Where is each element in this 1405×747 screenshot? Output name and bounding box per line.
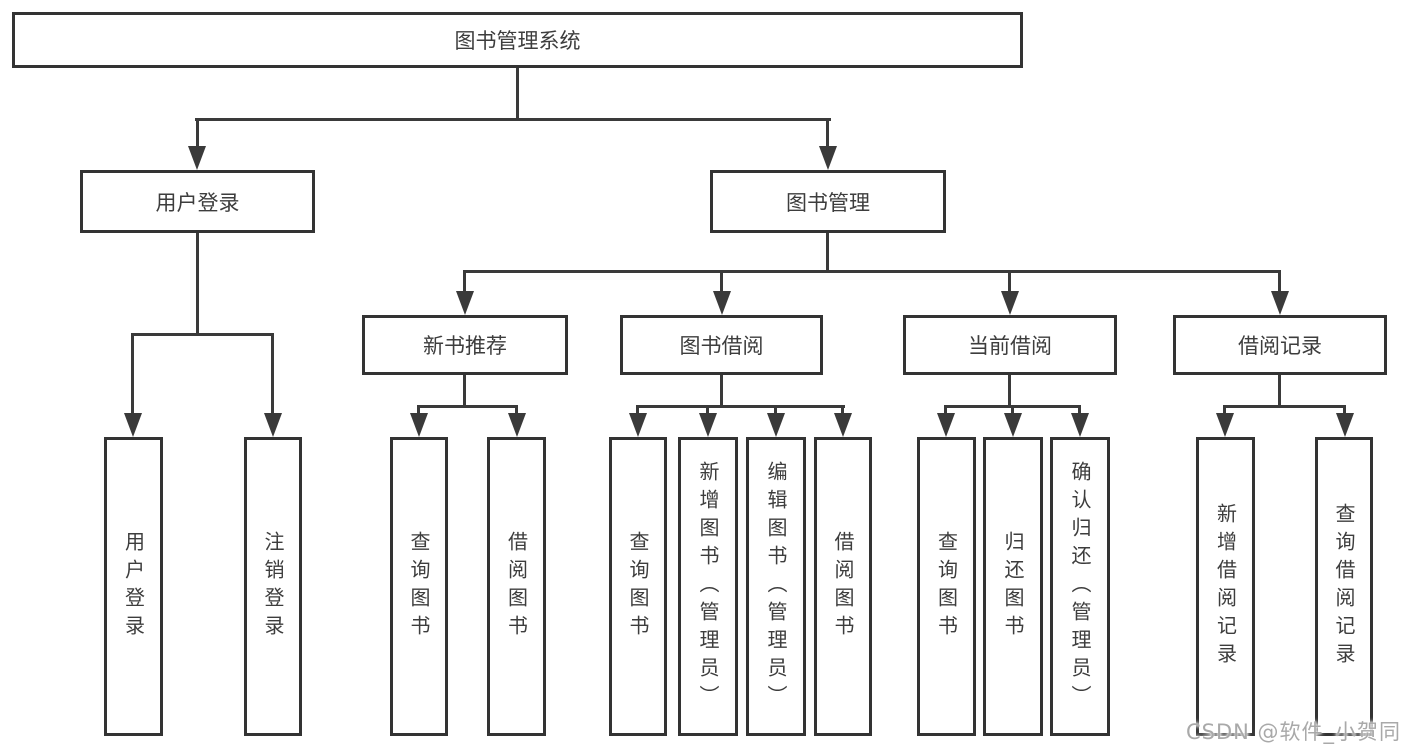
leaf-query-book-borrow: 查询图书 (609, 437, 667, 736)
csdn-watermark: CSDN @软件_小贺同学 (1186, 720, 1402, 744)
leaf-query-book-recommend: 查询图书 (390, 437, 448, 736)
connector-line (636, 405, 845, 408)
node-label: 用户登录 (121, 530, 146, 643)
connector-line (131, 333, 274, 336)
leaf-user-login: 用户登录 (104, 437, 163, 736)
arrow-down-icon (264, 413, 282, 437)
connector-line (944, 405, 947, 415)
connector-line (1343, 405, 1346, 415)
node-label: 查询图书 (934, 530, 959, 643)
node-label: 确认归还（管理员） (1068, 460, 1092, 713)
node-label: 查询借阅记录 (1332, 502, 1356, 671)
node-label: 当前借阅 (968, 334, 1052, 358)
connector-line (826, 118, 829, 150)
connector-line (196, 118, 199, 150)
arrow-down-icon (1071, 413, 1089, 437)
connector-line (417, 405, 518, 408)
node-root-system: 图书管理系统 (12, 12, 1023, 68)
connector-line (774, 405, 777, 415)
node-label: 借阅图书 (831, 530, 855, 643)
arrow-down-icon (767, 413, 785, 437)
arrow-down-icon (508, 413, 526, 437)
node-label: 图书管理系统 (454, 29, 581, 53)
leaf-borrow-book: 借阅图书 (814, 437, 872, 736)
arrow-down-icon (629, 413, 647, 437)
leaf-query-borrow-record: 查询借阅记录 (1315, 437, 1373, 736)
node-label: 借阅记录 (1238, 334, 1322, 358)
leaf-confirm-return-admin: 确认归还（管理员） (1050, 437, 1110, 736)
node-borrow-record: 借阅记录 (1173, 315, 1387, 375)
arrow-down-icon (819, 146, 837, 170)
node-current-borrow: 当前借阅 (903, 315, 1117, 375)
connector-line (417, 405, 420, 415)
arrow-down-icon (937, 413, 955, 437)
node-book-borrow: 图书借阅 (620, 315, 823, 375)
connector-line (271, 333, 274, 415)
connector-line (515, 405, 518, 415)
arrow-down-icon (1216, 413, 1234, 437)
connector-line (1278, 270, 1281, 294)
node-label: 新书推荐 (423, 334, 507, 358)
connector-line (1223, 405, 1226, 415)
leaf-query-book-current: 查询图书 (917, 437, 976, 736)
connector-line (636, 405, 639, 415)
connector-line (720, 375, 723, 408)
connector-line (463, 270, 1281, 273)
connector-line (826, 233, 829, 272)
arrow-down-icon (713, 291, 731, 315)
node-label: 新增图书（管理员） (696, 460, 720, 713)
node-label: 图书管理 (786, 190, 870, 215)
arrow-down-icon (699, 413, 717, 437)
connector-line (1008, 270, 1011, 294)
leaf-logout: 注销登录 (244, 437, 302, 736)
node-label: 查询图书 (626, 530, 650, 643)
arrow-down-icon (410, 413, 428, 437)
leaf-borrow-book-recommend: 借阅图书 (487, 437, 546, 736)
connector-line (706, 405, 709, 415)
arrow-down-icon (1001, 291, 1019, 315)
arrow-down-icon (124, 413, 142, 437)
node-label: 用户登录 (155, 190, 240, 215)
node-label: 注销登录 (261, 530, 285, 643)
connector-line (841, 405, 844, 415)
node-label: 归还图书 (1001, 530, 1025, 643)
node-new-book-recommend: 新书推荐 (362, 315, 568, 375)
arrow-down-icon (834, 413, 852, 437)
connector-line (196, 233, 199, 335)
arrow-down-icon (188, 146, 206, 170)
leaf-add-book-admin: 新增图书（管理员） (678, 437, 738, 736)
connector-line (1078, 405, 1081, 415)
connector-line (1011, 405, 1014, 415)
node-label: 编辑图书（管理员） (764, 460, 788, 713)
connector-line (1008, 375, 1011, 408)
node-book-management: 图书管理 (710, 170, 946, 233)
connector-line (516, 68, 519, 121)
node-label: 图书借阅 (679, 334, 764, 358)
connector-line (463, 270, 466, 294)
leaf-add-borrow-record: 新增借阅记录 (1196, 437, 1255, 736)
arrow-down-icon (1271, 291, 1289, 315)
leaf-return-book: 归还图书 (983, 437, 1043, 736)
node-user-login: 用户登录 (80, 170, 315, 233)
node-label: 查询图书 (407, 530, 431, 643)
node-label: 新增借阅记录 (1213, 502, 1238, 671)
node-label: 借阅图书 (504, 530, 529, 643)
leaf-edit-book-admin: 编辑图书（管理员） (746, 437, 806, 736)
connector-line (1223, 405, 1346, 408)
connector-line (1278, 375, 1281, 408)
connector-line (195, 118, 831, 121)
connector-line (463, 375, 466, 408)
arrow-down-icon (1336, 413, 1354, 437)
connector-line (131, 333, 134, 415)
connector-line (720, 270, 723, 294)
arrow-down-icon (456, 291, 474, 315)
arrow-down-icon (1004, 413, 1022, 437)
